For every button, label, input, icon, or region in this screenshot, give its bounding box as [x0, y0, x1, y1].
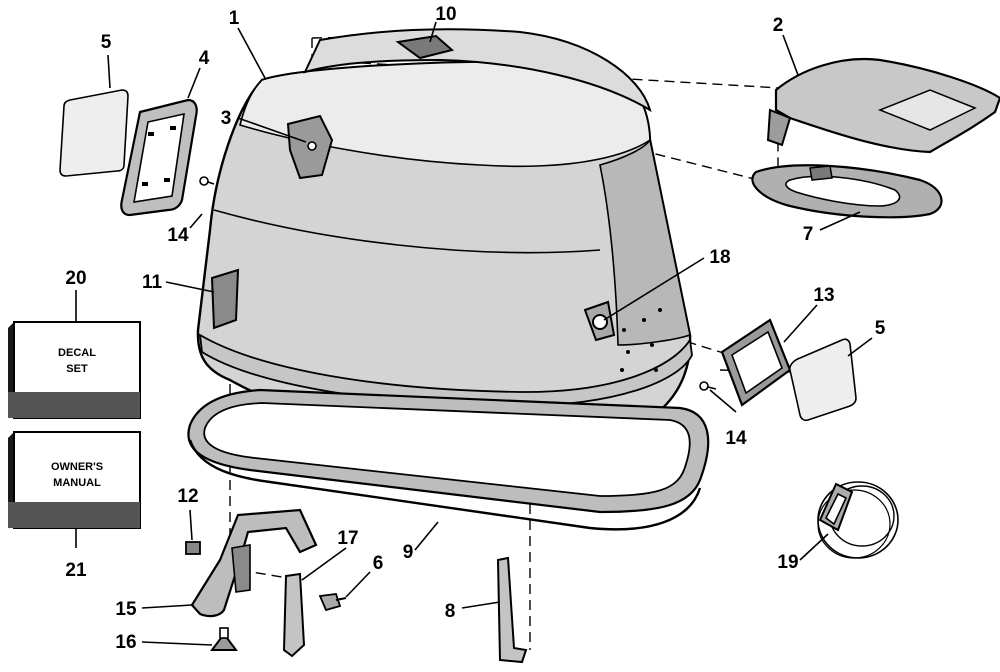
callout-13: 13: [813, 285, 834, 306]
callout-21: 21: [65, 560, 87, 581]
callout-5-right: 5: [875, 318, 886, 339]
decal-set-box: DECAL SET: [8, 321, 141, 419]
callout-20: 20: [65, 268, 86, 289]
callout-7: 7: [803, 224, 814, 245]
callout-3: 3: [221, 108, 232, 129]
side-decal-strip: [210, 268, 240, 330]
screw-lower-right: [699, 381, 717, 391]
motor-cover: [196, 28, 693, 447]
grommet: [583, 300, 616, 342]
decal-right: [789, 338, 857, 422]
callout-numbers: 1 2 3 4 5 5 6 7 8 9 10 11 12 13 14 14 15…: [65, 4, 885, 653]
cover-latch: [286, 114, 334, 180]
callout-10: 10: [435, 4, 456, 25]
rear-panel: [766, 58, 1000, 154]
strap: [282, 572, 306, 658]
mounting-holes: [620, 308, 662, 372]
callout-4: 4: [199, 48, 210, 69]
wiring-harness: [817, 481, 899, 559]
retaining-clip: [185, 541, 201, 555]
bolt: [318, 593, 347, 612]
callout-8: 8: [445, 601, 456, 622]
callout-11: 11: [142, 272, 163, 293]
top-vent-grille: [395, 34, 455, 60]
callout-9: 9: [403, 542, 414, 563]
owners-manual-label-line1: OWNER'S: [51, 461, 103, 473]
callout-14-upper: 14: [167, 225, 189, 246]
callout-5-left: 5: [101, 32, 112, 53]
callout-12: 12: [177, 486, 198, 507]
side-window: [720, 318, 792, 407]
callout-1: 1: [229, 8, 240, 29]
window-frame: [120, 98, 198, 217]
callout-18: 18: [709, 247, 730, 268]
owners-manual-box: OWNER'S MANUAL: [8, 431, 141, 529]
decal-left: [59, 89, 129, 177]
screw-upper-left: [199, 176, 215, 186]
owners-manual-label-line2: MANUAL: [53, 477, 101, 489]
leader-lines: [75, 21, 873, 646]
callout-19: 19: [777, 552, 798, 573]
callout-2: 2: [773, 15, 784, 36]
support-plate: [751, 164, 943, 219]
callout-16: 16: [115, 632, 136, 653]
callout-17: 17: [337, 528, 358, 549]
callout-15: 15: [115, 599, 137, 620]
callout-14-lower: 14: [725, 428, 747, 449]
decal-set-label-line1: DECAL: [58, 347, 96, 359]
callout-6: 6: [373, 553, 384, 574]
mounting-bracket: [190, 508, 318, 618]
push-nut: [210, 627, 238, 651]
decal-set-label-line2: SET: [66, 363, 88, 375]
lower-seal-ring: [187, 388, 710, 531]
link-rod: [496, 556, 528, 664]
